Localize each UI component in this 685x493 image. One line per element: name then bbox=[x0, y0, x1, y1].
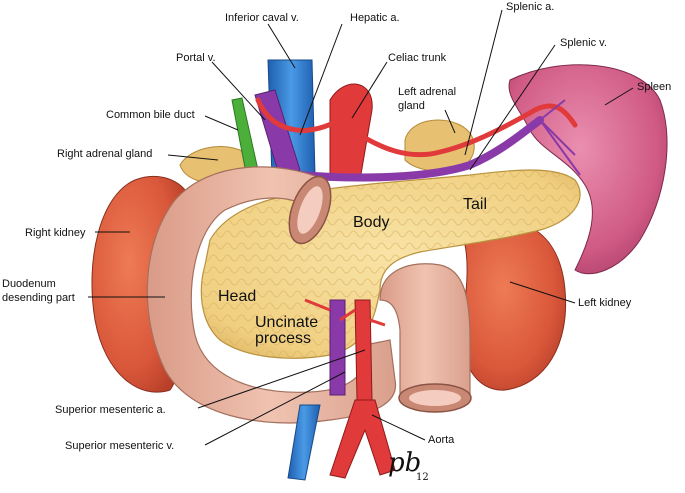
label-celiac-trunk: Celiac trunk bbox=[388, 52, 447, 64]
label-left-adrenal-gland-line2: gland bbox=[398, 100, 425, 112]
label-duodenum-line2: desending part bbox=[2, 292, 75, 304]
region-label-tail: Tail bbox=[463, 196, 488, 213]
jejunum-loop bbox=[379, 263, 471, 396]
label-superior-mesenteric-artery: Superior mesenteric a. bbox=[55, 404, 166, 416]
label-hepatic-artery: Hepatic a. bbox=[350, 12, 400, 24]
splenic-vein bbox=[296, 116, 544, 182]
label-inferior-caval-vein: Inferior caval v. bbox=[225, 12, 299, 24]
superior-mesenteric-vein bbox=[329, 299, 346, 396]
region-label-body: Body bbox=[353, 214, 390, 231]
inferior-caval-vein-lower bbox=[287, 404, 321, 481]
label-duodenum-line1: Duodenum bbox=[2, 278, 56, 290]
splenic-artery bbox=[342, 103, 578, 158]
left-kidney bbox=[461, 219, 567, 391]
jejunum-lumen bbox=[409, 390, 461, 406]
left-adrenal-gland bbox=[404, 119, 475, 172]
label-right-kidney: Right kidney bbox=[25, 227, 86, 239]
duodenum-lumen-top bbox=[297, 186, 323, 234]
spleen bbox=[508, 64, 668, 275]
aorta-lower bbox=[329, 399, 396, 479]
label-splenic-vein: Splenic v. bbox=[560, 37, 607, 49]
artist-signature: pb bbox=[388, 448, 422, 478]
label-superior-mesenteric-vein: Superior mesenteric v. bbox=[65, 440, 175, 452]
region-label-head: Head bbox=[218, 288, 257, 305]
region-label-uncinate-line2: process bbox=[255, 330, 312, 347]
label-right-adrenal-gland: Right adrenal gland bbox=[57, 148, 153, 160]
artist-signature-number: 12 bbox=[416, 472, 429, 483]
label-splenic-artery: Splenic a. bbox=[506, 1, 555, 13]
label-portal-vein: Portal v. bbox=[176, 52, 216, 64]
label-left-kidney: Left kidney bbox=[578, 297, 632, 309]
label-common-bile-duct: Common bile duct bbox=[106, 109, 195, 121]
label-left-adrenal-gland-line1: Left adrenal bbox=[398, 86, 457, 98]
hepatic-artery bbox=[255, 97, 343, 133]
label-aorta: Aorta bbox=[428, 434, 455, 446]
mesenteric-branches bbox=[304, 298, 386, 327]
leader-lines bbox=[88, 9, 634, 446]
splenic-branches bbox=[539, 99, 581, 176]
label-spleen: Spleen bbox=[637, 81, 672, 93]
region-label-uncinate-line1: Uncinate bbox=[255, 314, 319, 331]
